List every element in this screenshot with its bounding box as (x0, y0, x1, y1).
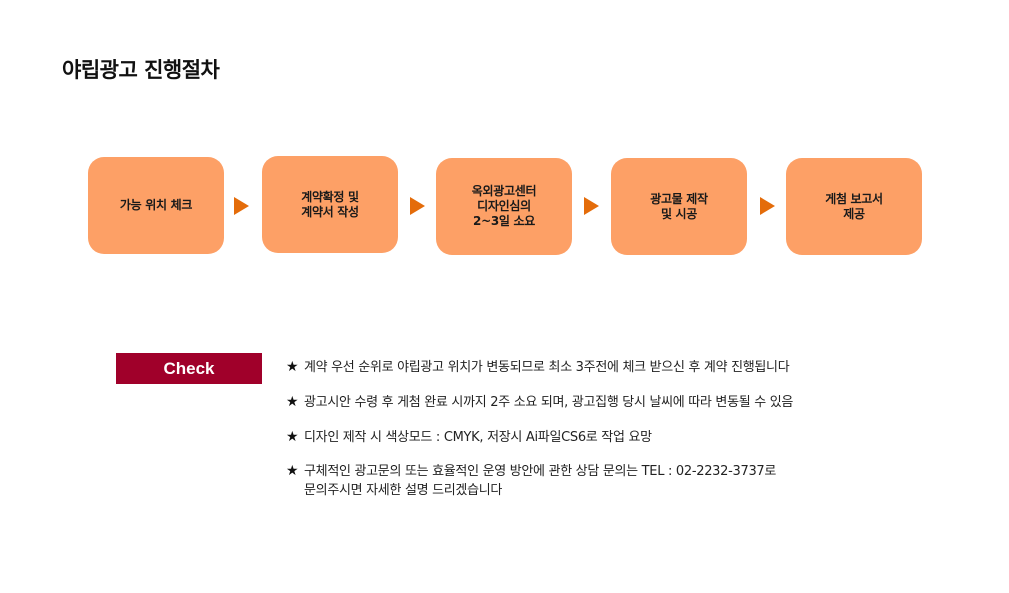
arrow-right-icon (760, 197, 775, 215)
check-badge: Check (116, 353, 262, 384)
step-design-review: 옥외광고센터 디자인심의 2~3일 소요 (436, 158, 572, 255)
step-contract: 계약확정 및 계약서 작성 (262, 156, 398, 253)
check-note: ★ 계약 우선 순위로 야립광고 위치가 변동되므로 최소 3주전에 체크 받으… (286, 358, 790, 377)
page-title: 야립광고 진행절차 (62, 58, 220, 82)
star-icon: ★ (286, 359, 299, 375)
step-availability-check: 가능 위치 체크 (88, 157, 224, 254)
star-icon: ★ (286, 463, 299, 479)
step-report: 게첨 보고서 제공 (786, 158, 922, 255)
check-note-text: 광고시안 수령 후 게첨 완료 시까지 2주 소요 되며, 광고집행 당시 날씨… (304, 395, 794, 410)
check-note: ★ 구체적인 광고문의 또는 효율적인 운영 방안에 관한 상담 문의는 TEL… (286, 462, 776, 500)
arrow-right-icon (584, 197, 599, 215)
arrow-right-icon (234, 197, 249, 215)
star-icon: ★ (286, 394, 299, 410)
arrow-right-icon (410, 197, 425, 215)
check-note: ★ 광고시안 수령 후 게첨 완료 시까지 2주 소요 되며, 광고집행 당시 … (286, 393, 793, 412)
step-production: 광고물 제작 및 시공 (611, 158, 747, 255)
check-note-text: 계약 우선 순위로 야립광고 위치가 변동되므로 최소 3주전에 체크 받으신 … (304, 360, 790, 375)
check-note-text: 디자인 제작 시 색상모드 : CMYK, 저장시 Ai파일CS6로 작업 요망 (304, 430, 652, 445)
star-icon: ★ (286, 429, 299, 445)
check-note-text: 구체적인 광고문의 또는 효율적인 운영 방안에 관한 상담 문의는 TEL :… (304, 464, 777, 498)
check-note: ★ 디자인 제작 시 색상모드 : CMYK, 저장시 Ai파일CS6로 작업 … (286, 428, 652, 447)
